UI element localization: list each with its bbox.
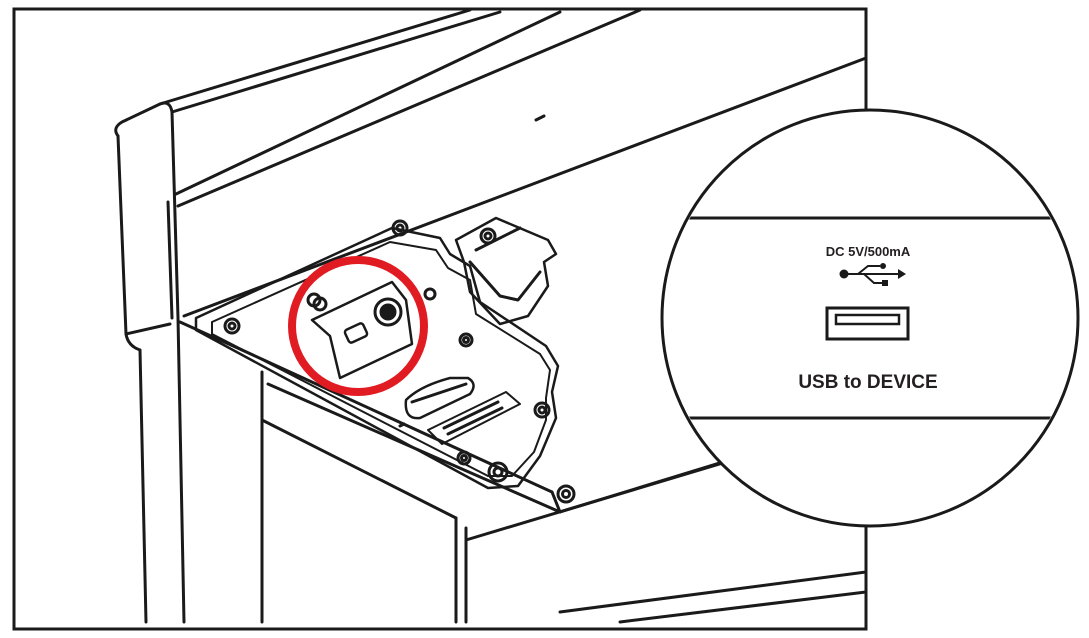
usb-trident-icon: [839, 263, 906, 286]
usb-type-a-port-icon: [825, 306, 910, 341]
callout-magnifier: DC 5V/500mA USB to DEVICE: [660, 108, 1080, 528]
usb-port-label: USB to DEVICE: [798, 372, 937, 393]
red-highlight-circle: [288, 256, 428, 396]
piano-body-drawing: [114, 9, 866, 624]
power-rating-label: DC 5V/500mA: [826, 244, 911, 259]
